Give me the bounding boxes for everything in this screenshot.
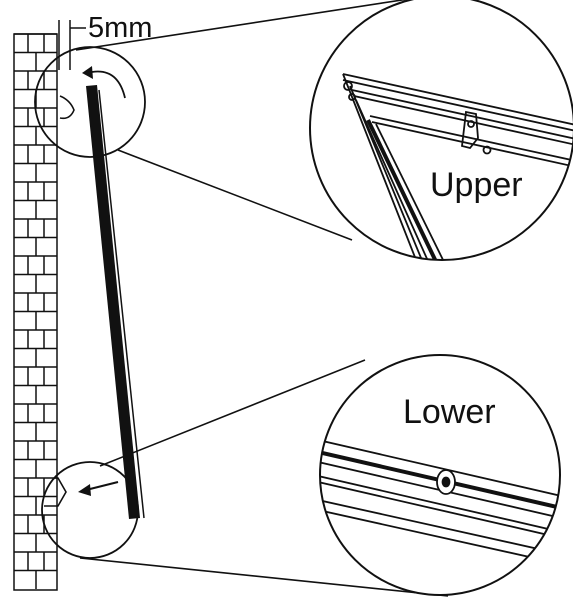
gap-label: 5mm — [88, 12, 152, 44]
wall-bracket — [59, 95, 75, 120]
hanging-bracket — [461, 110, 479, 150]
panel — [86, 85, 145, 519]
upper-zoom-circle: Upper — [309, 0, 573, 261]
lower-detail-circle — [41, 461, 139, 559]
lower-zoom-circle: Lower — [319, 354, 561, 596]
lower-label: Lower — [403, 393, 496, 431]
upper-detail-circle — [34, 46, 146, 158]
upper-label: Upper — [430, 166, 523, 204]
brick-wall — [13, 33, 58, 591]
wall-bracket-lower — [44, 477, 67, 507]
left-arrow-icon — [78, 481, 119, 496]
zoom-connectors — [75, 0, 449, 597]
curved-rotate-arrow-icon — [82, 66, 126, 99]
gap-dimension — [58, 20, 86, 70]
